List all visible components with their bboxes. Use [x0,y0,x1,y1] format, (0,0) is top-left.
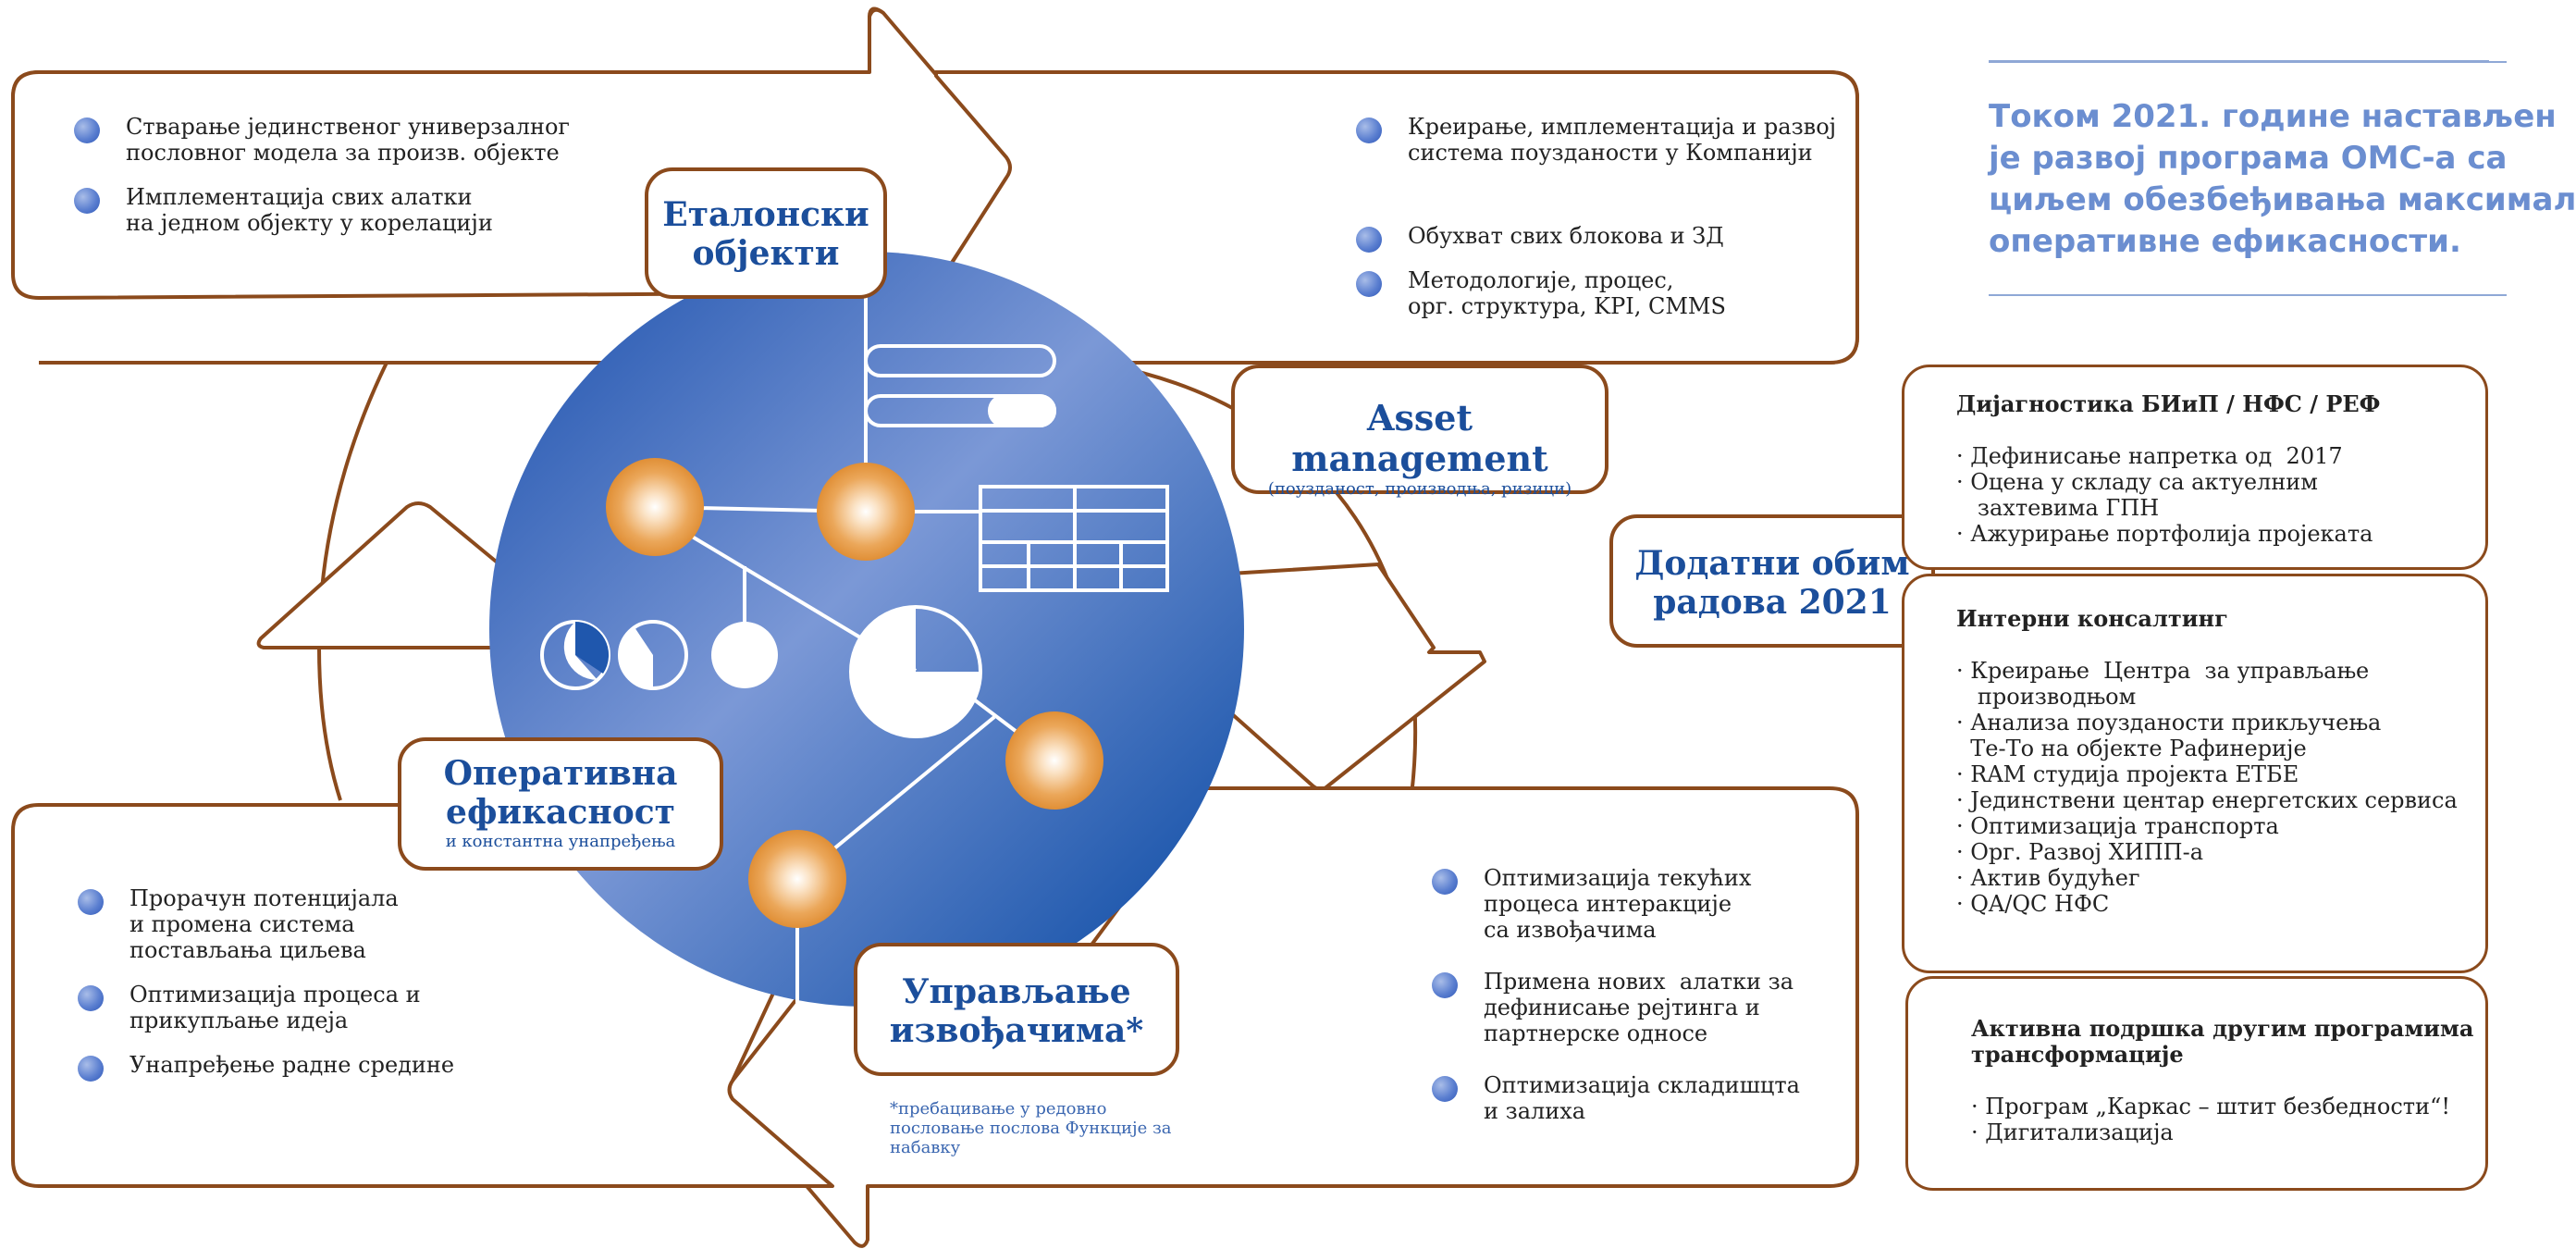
list-item: Оптимизација процеса и прикупљање идеја [78,982,559,1033]
left-arrow-head [256,501,501,649]
list-item: Оптимизација текућих процеса интеракције… [1432,865,1839,943]
box-item: · Дигитализација [1971,1119,2174,1145]
operativna-subtitle: и константна унапређења [445,832,676,851]
box-item: · Ажурирање портфолија пројеката [1956,521,2373,547]
panel-top-right: Креирање, имплементација и развој систем… [1356,114,1855,319]
intro-text: Током 2021. године настављен је развој п… [1989,61,2576,296]
box-item: · Актив будућег [1956,865,2140,891]
intro-line: је развој програма ОМС-а са [1989,140,2508,177]
table-icon [979,485,1169,592]
orb-1 [606,458,704,556]
list-item: Обухват свих блокова и ЗД [1356,223,1855,253]
orb-2 [817,463,915,561]
label-upravljanje-izvodjacima: Управљање извођачима* [854,943,1179,1076]
label-operativna-efikasnost: Оперативна ефикасност и константна унапр… [398,737,723,871]
label-etalonski-objekti: Еталонски објекти [645,167,887,299]
list-item: Методологије, процес, орг. структура, KP… [1356,267,1855,319]
box-title: Активна подршка другим програмима трансф… [1971,1015,2474,1068]
list-item: Имплементација свих алатки на једном обј… [74,184,647,236]
box-title: Дијагностика БИиП / НФС / РЕФ [1956,390,2381,417]
list-item: Креирање, имплементација и развој систем… [1356,114,1855,166]
footnote: *пребацивање у редовно пословање послова… [890,1099,1172,1157]
panel-top-left: Стварање јединственог универзалног посло… [74,114,647,236]
list-item: Примена нових алатки за дефинисање рејти… [1432,969,1839,1046]
intro-line: оперативне ефикасности. [1989,223,2461,260]
box-item: Те-То на објекте Рафинерије [1956,736,2307,761]
box-item: · Дефинисање напретка од 2017 [1956,443,2343,469]
orbs [606,458,1103,928]
label-asset-management: Asset management (поузданост, производња… [1231,365,1608,499]
box-item: · Оптимизација транспорта [1956,813,2279,839]
box-item: захтевима ГПН [1956,495,2160,521]
orb-4 [748,830,846,928]
bar-icons [864,344,1056,427]
box-item: · Орг. Развој ХИПП-а [1956,839,2203,865]
box-title: Интерни консалтинг [1956,605,2228,632]
intro-line: Током 2021. године настављен [1989,98,2557,135]
label-dodatni-obim: Додатни обим радова 2021 [1609,514,1935,648]
orb-3 [1005,711,1103,810]
box-item: · Оцена у складу са актуелним [1956,469,2318,495]
right-arrow-head [1228,563,1486,791]
operativna-title: Оперативна ефикасност [443,754,678,832]
list-item: Стварање јединственог универзалног посло… [74,114,647,166]
box-item: · QA/QC НФС [1956,891,2110,917]
box-diagnostics: Дијагностика БИиП / НФС / РЕФ · Дефиниса… [1902,365,2488,570]
box-item: производњом [1956,684,2137,710]
intro-line: циљем обезбеђивања максимал [1989,181,2576,218]
box-item: · Креирање Центра за управљање [1956,658,2370,684]
box-internal-consulting: Интерни консалтинг · Креирање Центра за … [1902,574,2488,973]
list-item: Унапређење радне средине [78,1052,559,1082]
panel-bottom-right: Оптимизација текућих процеса интеракције… [1432,865,1839,1124]
asset-title: Asset management [1291,397,1548,479]
box-item: · Анализа поузданости прикључења [1956,710,2382,736]
asset-subtitle: (поузданост, производња, ризици) [1267,479,1572,499]
pie-icons [540,605,982,738]
box-item: · Јединствени центар енергетских сервиса [1956,787,2458,813]
box-active-support: Активна подршка другим програмима трансф… [1905,976,2488,1191]
list-item: Прорачун потенцијала и промена система п… [78,885,559,963]
box-item: · Програм „Каркас – штит безбедности“! [1971,1094,2450,1119]
box-item: · RAM студија пројекта ЕТБЕ [1956,761,2299,787]
panel-bottom-left: Прорачун потенцијала и промена система п… [78,885,559,1082]
list-item: Оптимизација складишцта и залиха [1432,1072,1839,1124]
